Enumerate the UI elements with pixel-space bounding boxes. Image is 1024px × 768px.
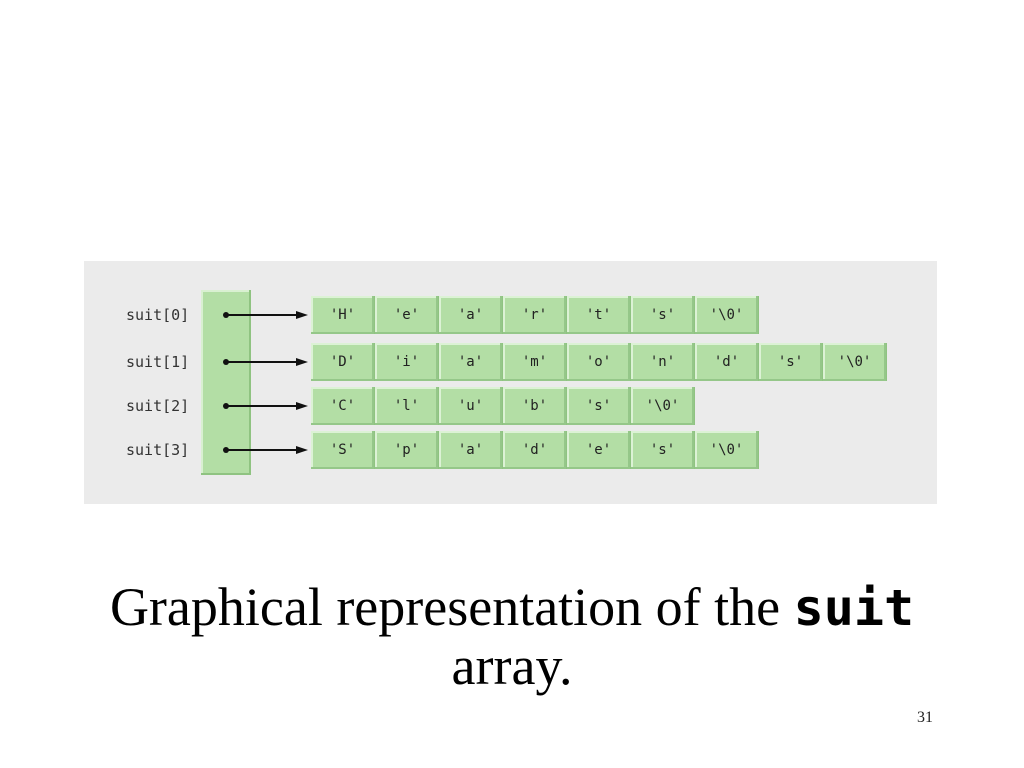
row-label-1: suit[1] — [126, 353, 190, 371]
caption-text: Graphical representation of the — [109, 577, 794, 637]
char-cell: 'S' — [311, 431, 375, 469]
char-cell: 'd' — [503, 431, 567, 469]
diagram-panel: suit[0]'H''e''a''r''t''s''\0'suit[1]'D''… — [84, 261, 937, 504]
row-label-2: suit[2] — [126, 397, 190, 415]
char-cell: '\0' — [695, 431, 759, 469]
char-cell: 'e' — [567, 431, 631, 469]
char-cell: 'e' — [375, 296, 439, 334]
char-cell: '\0' — [695, 296, 759, 334]
pointer-line-2 — [227, 405, 296, 407]
char-cell: 'p' — [375, 431, 439, 469]
char-cell: 'a' — [439, 431, 503, 469]
pointer-dot-1 — [223, 359, 229, 365]
char-cell: 's' — [631, 431, 695, 469]
char-cell: 'o' — [567, 343, 631, 381]
char-cell: 'l' — [375, 387, 439, 425]
row-label-0: suit[0] — [126, 306, 190, 324]
pointer-line-1 — [227, 361, 296, 363]
char-cell: 'm' — [503, 343, 567, 381]
char-cell: 's' — [631, 296, 695, 334]
pointer-arrowhead-3 — [296, 446, 308, 454]
char-cell: 's' — [567, 387, 631, 425]
char-array-row-0: 'H''e''a''r''t''s''\0' — [311, 296, 759, 334]
char-cell: 'a' — [439, 296, 503, 334]
pointer-dot-2 — [223, 403, 229, 409]
pointer-dot-3 — [223, 447, 229, 453]
char-cell: 'b' — [503, 387, 567, 425]
caption-code: suit — [793, 579, 915, 637]
row-label-3: suit[3] — [126, 441, 190, 459]
char-cell: '\0' — [631, 387, 695, 425]
char-cell: 't' — [567, 296, 631, 334]
char-cell: 'r' — [503, 296, 567, 334]
page-number: 31 — [917, 709, 933, 726]
char-cell: 'i' — [375, 343, 439, 381]
pointer-line-0 — [227, 314, 296, 316]
pointer-arrowhead-2 — [296, 402, 308, 410]
pointer-line-3 — [227, 449, 296, 451]
char-cell: 'D' — [311, 343, 375, 381]
char-cell: 'C' — [311, 387, 375, 425]
char-cell: 's' — [759, 343, 823, 381]
slide-caption: Graphical representation of the suit arr… — [0, 578, 1024, 695]
char-cell: 'u' — [439, 387, 503, 425]
char-array-row-2: 'C''l''u''b''s''\0' — [311, 387, 695, 425]
char-cell: 'H' — [311, 296, 375, 334]
char-cell: 'n' — [631, 343, 695, 381]
pointer-arrowhead-0 — [296, 311, 308, 319]
pointer-arrowhead-1 — [296, 358, 308, 366]
char-cell: '\0' — [823, 343, 887, 381]
char-array-row-3: 'S''p''a''d''e''s''\0' — [311, 431, 759, 469]
pointer-dot-0 — [223, 312, 229, 318]
char-cell: 'd' — [695, 343, 759, 381]
char-array-row-1: 'D''i''a''m''o''n''d''s''\0' — [311, 343, 887, 381]
char-cell: 'a' — [439, 343, 503, 381]
caption-text-second-line: array. — [451, 636, 573, 696]
pointer-array-column — [201, 290, 251, 475]
